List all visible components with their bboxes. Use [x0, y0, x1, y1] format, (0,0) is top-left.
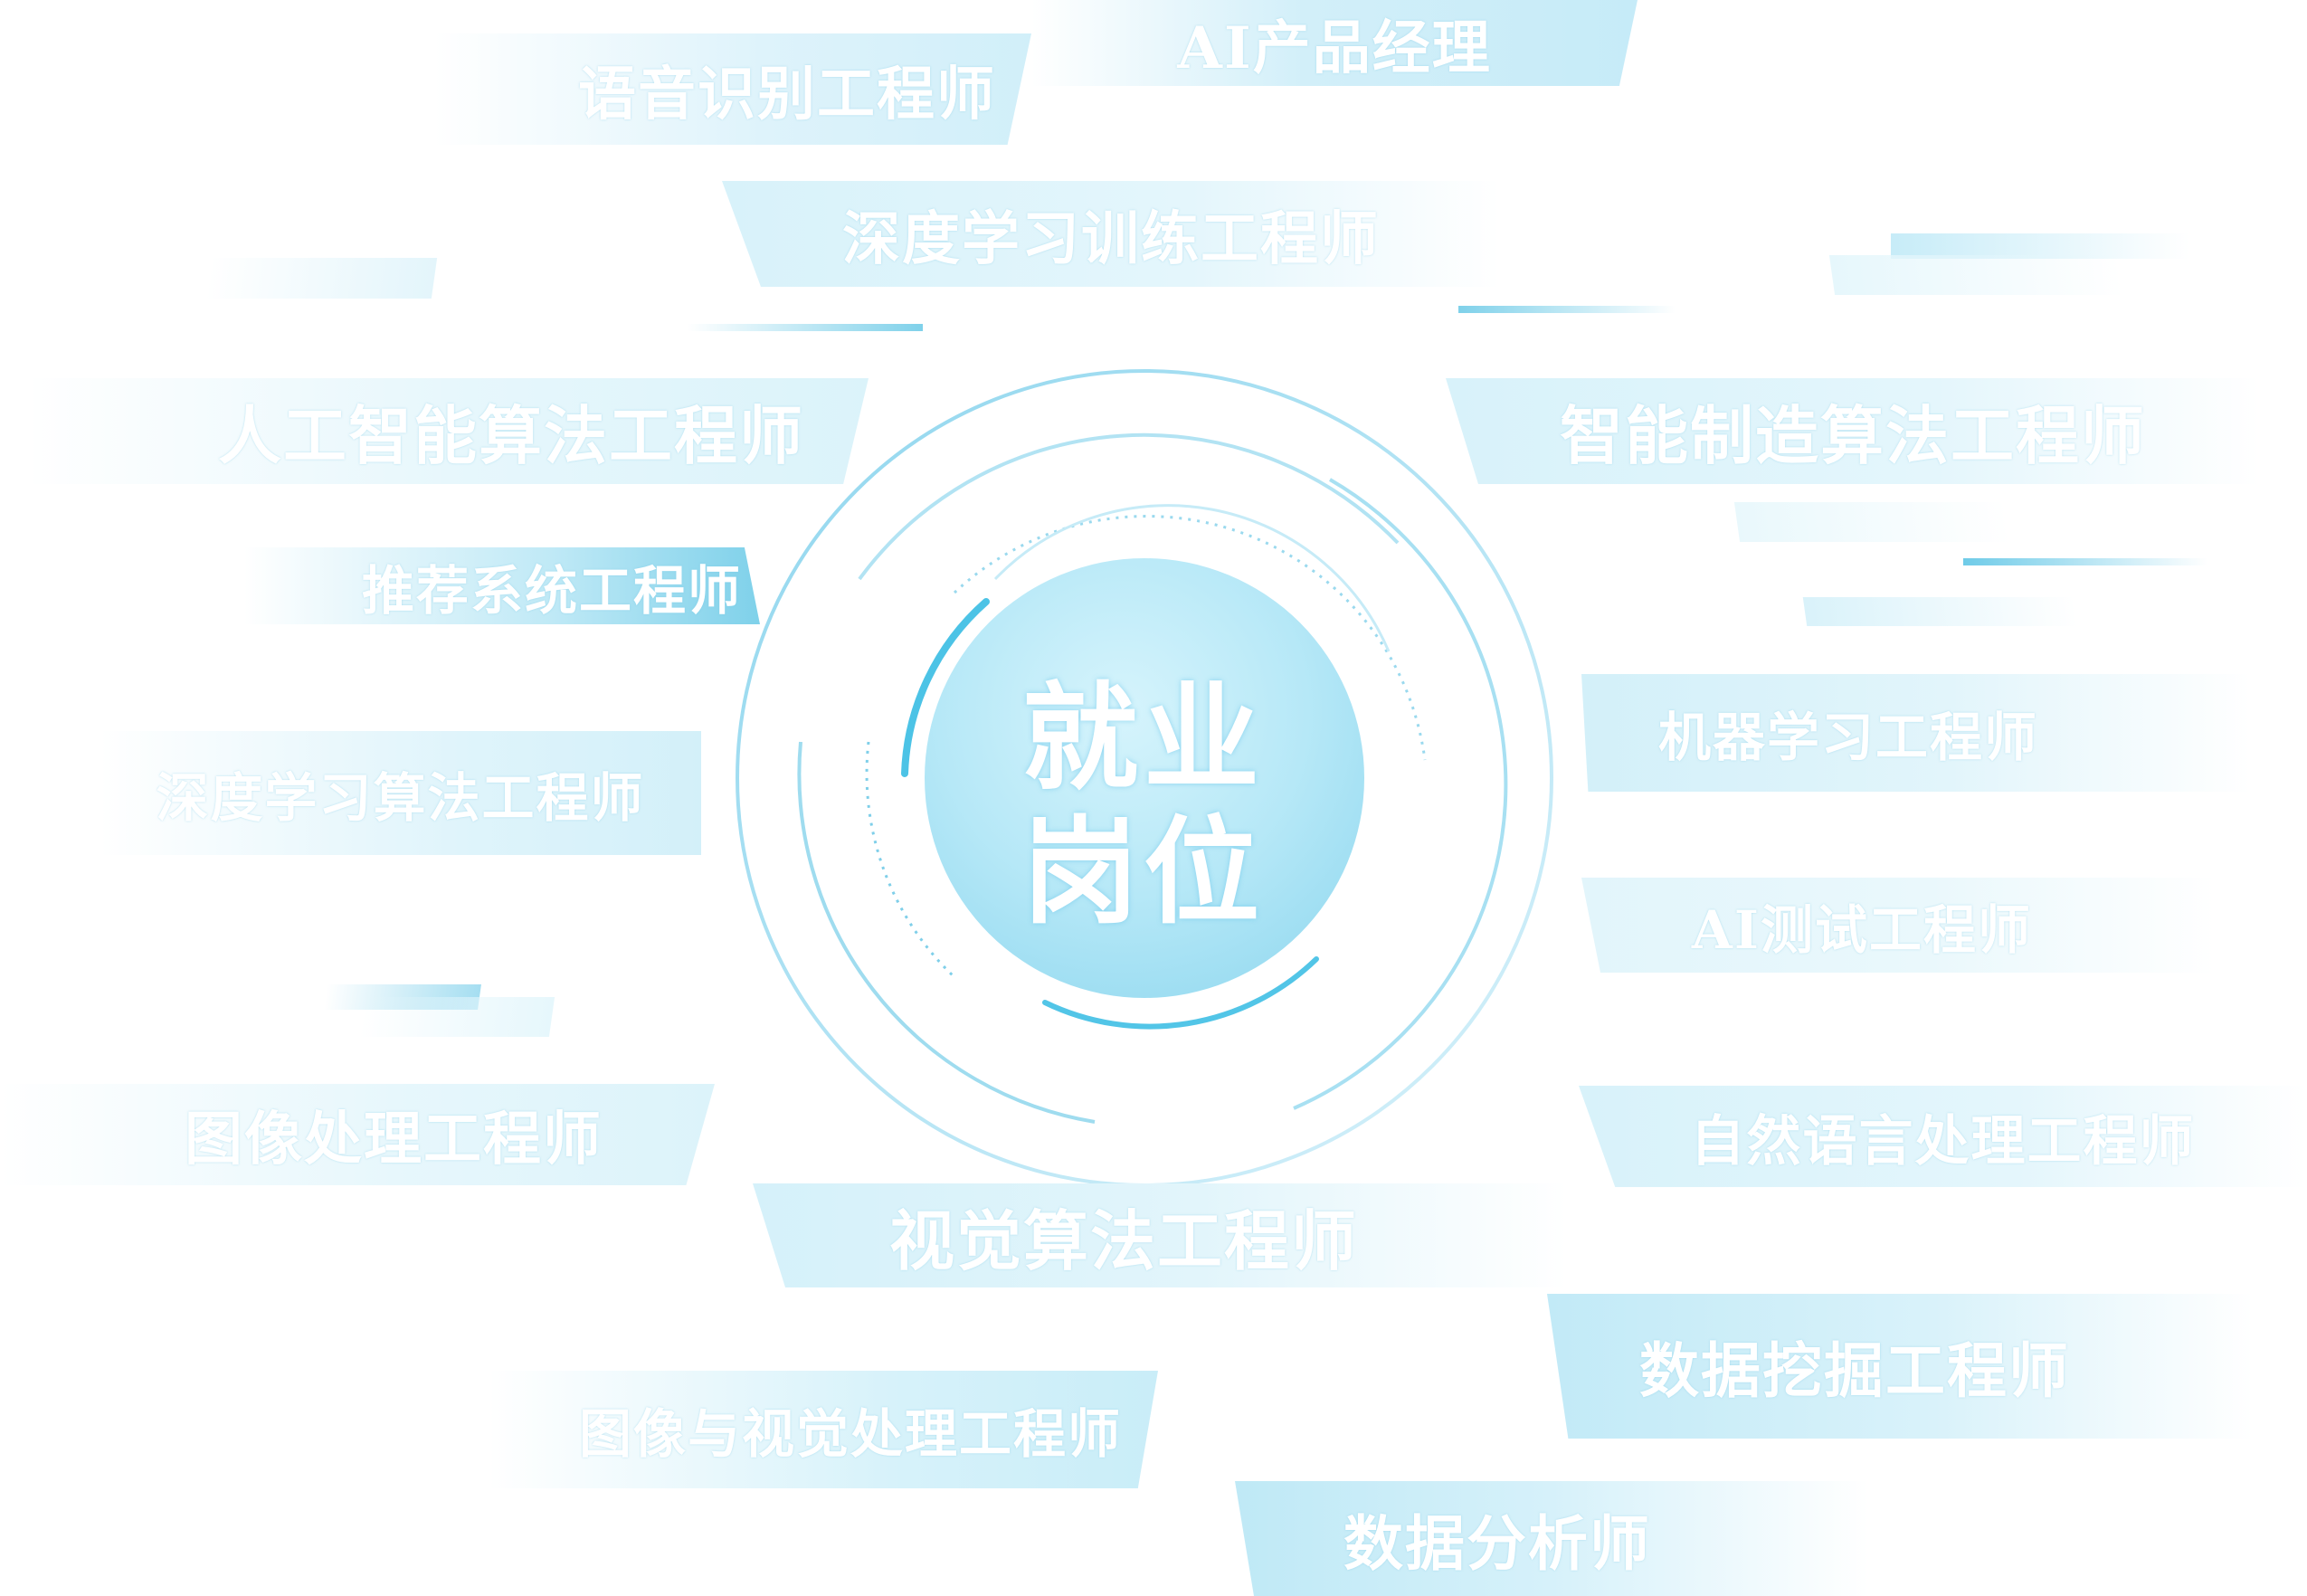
deco-bar: [358, 997, 555, 1037]
job-tag-speech-recognition: 语音识别工程师: [434, 33, 1031, 145]
dotted-ring: [953, 515, 1427, 761]
accent-arc: [901, 598, 990, 777]
second-ring-arc: [858, 432, 1400, 581]
job-tag-dl-algorithm: 深度学习算法工程师: [100, 731, 701, 855]
thin-arc: [993, 504, 1391, 652]
second-ring-arc: [1293, 478, 1508, 1110]
deco-bar: [1802, 597, 2079, 626]
center-title-line1: 就业: [1022, 671, 1266, 806]
deco-bar: [1828, 255, 2125, 295]
deco-bar: [1963, 558, 2207, 565]
job-tag-data-analyst: 数据分析师: [1235, 1481, 1868, 1596]
deco-bar: [1458, 306, 1676, 313]
job-tag-image-processing: 图像处理工程师: [0, 1084, 715, 1185]
second-ring-arc: [797, 741, 1096, 1124]
job-tag-vision-algorithm: 视觉算法工程师: [753, 1183, 1567, 1287]
job-tag-ai-product-manager: AI产品经理: [1031, 0, 1638, 86]
center-core: [925, 558, 1364, 998]
deco-bar: [204, 258, 438, 299]
job-tag-nlp: 自然语言处理工程师: [1579, 1086, 2307, 1187]
job-tag-data-mining: 数据挖掘工程师: [1547, 1294, 2253, 1439]
job-tag-ai-algorithm: 人工智能算法工程师: [27, 378, 869, 484]
job-tag-machine-learning: 机器学习工程师: [1581, 674, 2251, 792]
job-tag-smart-manufacturing: 智能制造算法工程师: [1446, 378, 2260, 484]
job-tag-dl-training: 深度学习训练工程师: [722, 181, 1500, 287]
deco-bar: [1733, 502, 2012, 542]
deco-bar: [688, 324, 923, 331]
job-tag-image-vision: 图像与视觉处理工程师: [489, 1371, 1158, 1488]
center-title-line2: 岗位: [1022, 805, 1266, 940]
job-tag-ai-testing: AI测试工程师: [1581, 878, 2215, 973]
job-tag-recommender: 推荐系统工程师: [244, 547, 760, 624]
deco-bar: [1891, 233, 2189, 259]
accent-arc: [1042, 956, 1319, 1030]
